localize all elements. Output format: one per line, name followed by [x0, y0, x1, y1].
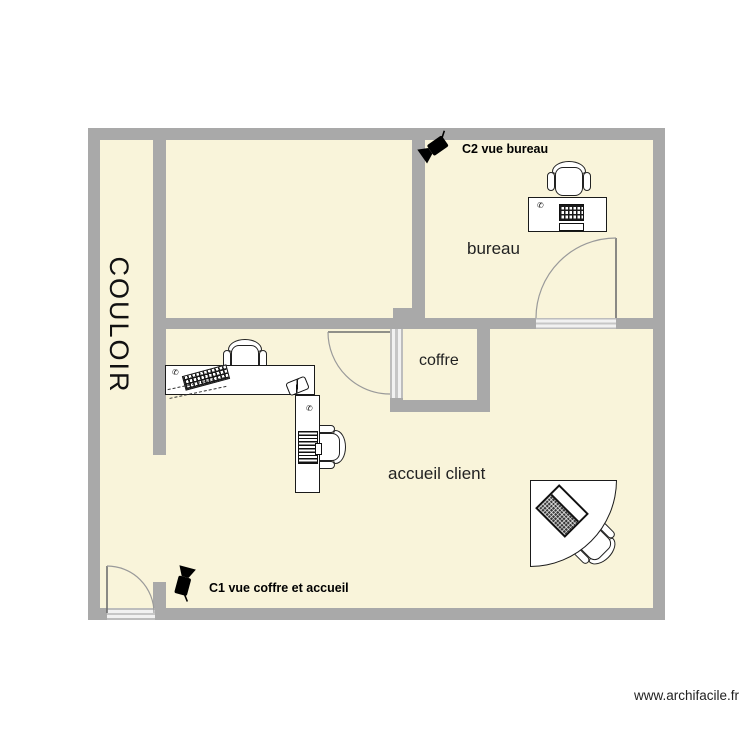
camera-label-c2[interactable]: C2 vue bureau [462, 142, 549, 156]
archifacile-watermark: www.archifacile.fr [634, 688, 740, 703]
door-threshold-bureau [536, 318, 616, 329]
phone-icon: ✆ [537, 201, 544, 210]
room-label-bureau: bureau [467, 239, 520, 258]
wall-coffre-bottom [390, 400, 490, 412]
doors-layer [106, 237, 617, 614]
security-camera-icon-c1[interactable] [167, 562, 201, 604]
room-label-couloir: COULOIR [104, 256, 134, 394]
monitor-icon [298, 431, 322, 464]
camera-label-c1[interactable]: C1 vue coffre et accueil [209, 581, 349, 595]
floor-plan: COULOIR bureau coffre accueil client C2 … [88, 128, 665, 620]
reception-desk-top[interactable]: ✆ [165, 364, 315, 399]
keyboard-icon [559, 204, 584, 221]
phone-icon: ✆ [172, 368, 179, 377]
security-camera-icon-c2[interactable] [413, 126, 457, 168]
door-bureau[interactable] [535, 237, 617, 319]
desk-bureau[interactable]: ✆ [528, 197, 607, 232]
office-chair-icon[interactable] [547, 161, 591, 197]
laptop-icon [535, 484, 589, 538]
room-label-coffre: coffre [419, 352, 459, 369]
wall-couloir-lower [153, 582, 166, 608]
door-coffre[interactable] [327, 331, 391, 395]
tray-icon [559, 223, 584, 231]
wall-junction-block [393, 308, 425, 319]
door-threshold-coffre [390, 329, 403, 398]
wall-couloir-upper [153, 140, 166, 455]
phone-icon: ✆ [306, 404, 313, 413]
wall-horizontal-right [616, 318, 653, 329]
door-exit-couloir[interactable] [106, 565, 155, 614]
door-threshold-exit [107, 608, 155, 620]
wall-horizontal-left [153, 318, 536, 329]
wall-divider-top [412, 140, 425, 318]
room-label-accueil: accueil client [388, 464, 486, 483]
phone-handset-icon [285, 375, 310, 397]
wall-coffre-right [477, 329, 490, 412]
reception-desk-return[interactable]: ✆ [295, 395, 322, 493]
